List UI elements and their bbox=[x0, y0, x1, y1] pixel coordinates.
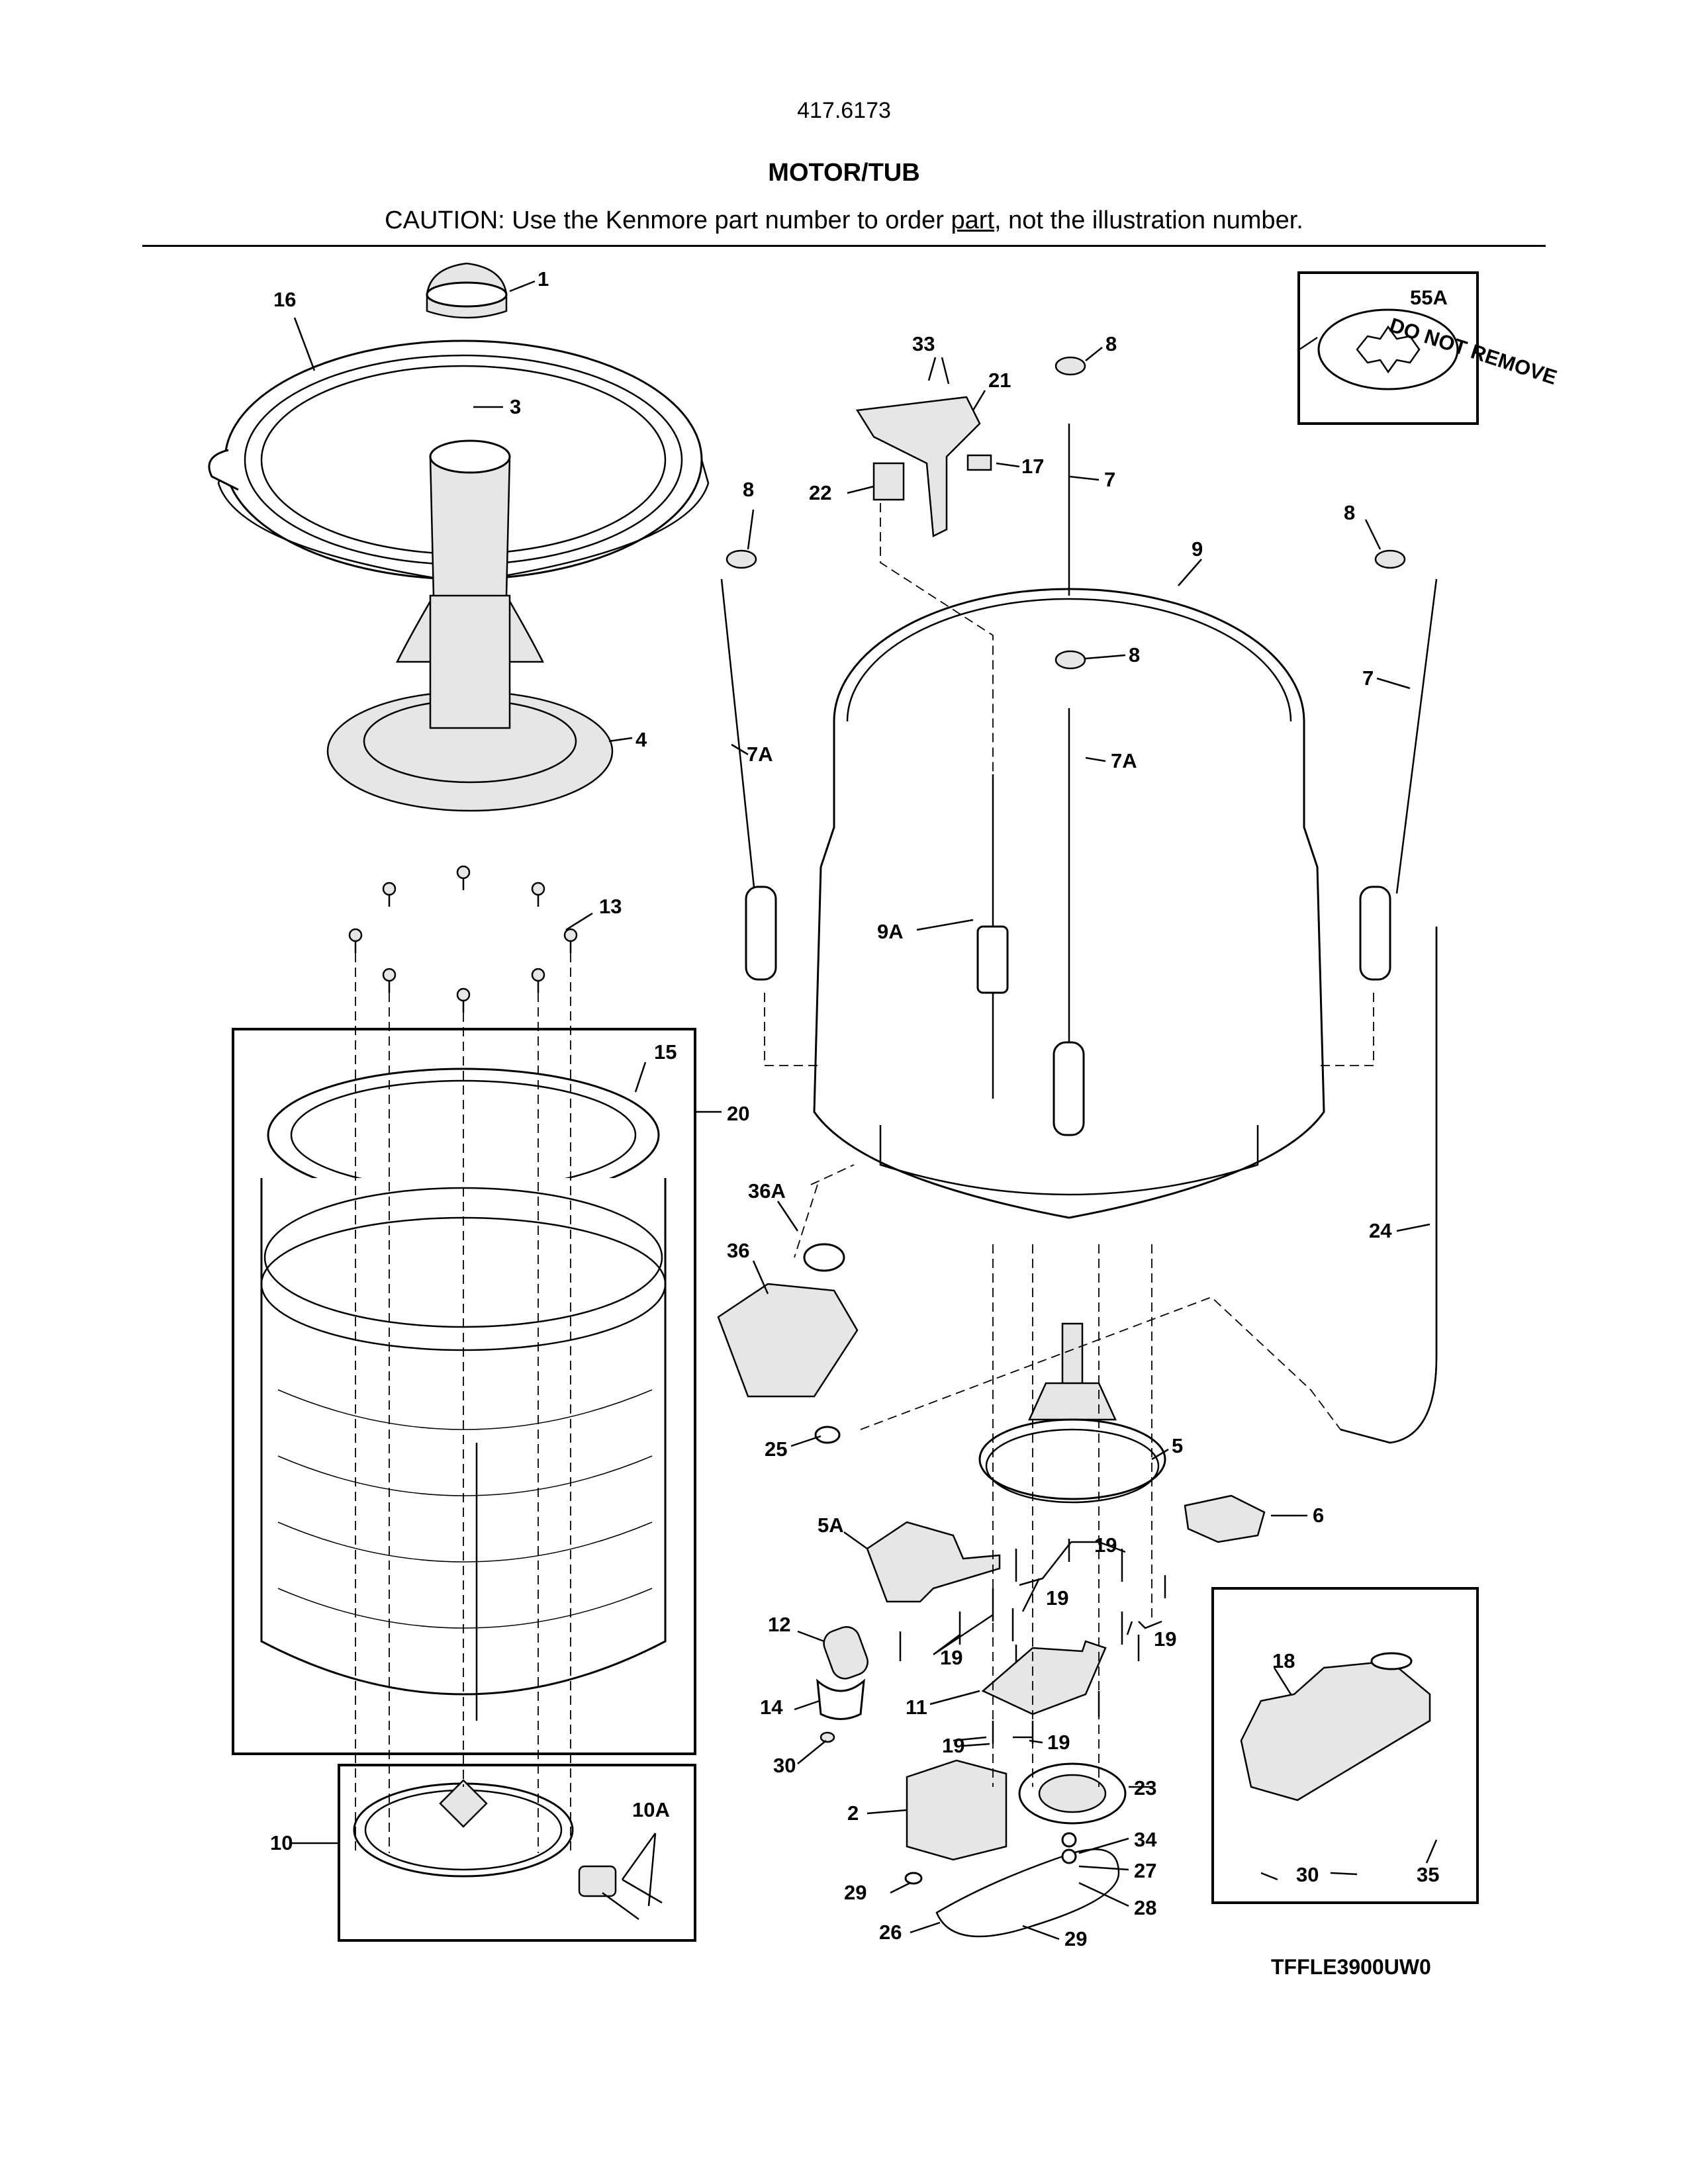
guide-lines bbox=[355, 503, 1374, 1853]
callout-19-c: 19 bbox=[1154, 1627, 1176, 1651]
callout-27: 27 bbox=[1134, 1859, 1156, 1882]
callout-13: 13 bbox=[599, 895, 622, 918]
callout-7-right: 7 bbox=[1362, 666, 1374, 690]
mounting-plate-box bbox=[338, 1764, 696, 1942]
part-24-drain-hose bbox=[1340, 927, 1438, 1444]
callout-6: 6 bbox=[1313, 1504, 1324, 1527]
caution-link: part bbox=[951, 206, 994, 234]
callout-19-e: 19 bbox=[942, 1734, 964, 1757]
diagram-code: TFFLE3900UW0 bbox=[1271, 1955, 1431, 1979]
callout-25: 25 bbox=[765, 1437, 787, 1461]
basket-assembly-box bbox=[232, 1028, 696, 1755]
part-11-motor-bracket bbox=[981, 1640, 1107, 1715]
callout-3: 3 bbox=[510, 395, 521, 418]
callout-26: 26 bbox=[879, 1921, 902, 1944]
callout-19-d: 19 bbox=[940, 1646, 962, 1669]
section-title: MOTOR/TUB bbox=[768, 159, 920, 187]
part-4-agitator bbox=[326, 439, 614, 812]
callout-55a: 55A bbox=[1410, 286, 1448, 309]
callout-28: 28 bbox=[1134, 1896, 1156, 1919]
callout-12: 12 bbox=[768, 1613, 790, 1636]
part-6-sensor bbox=[1184, 1494, 1266, 1543]
part-7-suspension-rods bbox=[720, 424, 1438, 1136]
callout-19-a: 19 bbox=[1094, 1533, 1117, 1557]
callout-10a: 10A bbox=[632, 1798, 670, 1821]
callout-16: 16 bbox=[273, 288, 296, 311]
callout-19-f: 19 bbox=[1047, 1731, 1070, 1754]
callout-9: 9 bbox=[1192, 537, 1203, 561]
callout-36: 36 bbox=[727, 1239, 749, 1262]
callout-8-right: 8 bbox=[1344, 501, 1355, 524]
callout-7-center: 7 bbox=[1104, 468, 1115, 491]
callout-30-b: 30 bbox=[1296, 1863, 1319, 1886]
callout-23: 23 bbox=[1134, 1776, 1156, 1799]
header-rule bbox=[142, 245, 1546, 247]
callout-19-b: 19 bbox=[1046, 1586, 1068, 1610]
callout-7a-center: 7A bbox=[1111, 749, 1137, 772]
callout-17: 17 bbox=[1021, 455, 1044, 478]
part-8-caps bbox=[726, 356, 1406, 670]
callout-labels: 1 16 3 4 13 15 20 33 21 17 22 8 7 8 8 9 … bbox=[270, 267, 1448, 1979]
callout-21: 21 bbox=[988, 369, 1011, 392]
callout-22: 22 bbox=[809, 481, 831, 504]
callout-35: 35 bbox=[1417, 1863, 1439, 1886]
part-55a-washer: DO NOT REMOVE bbox=[1317, 308, 1560, 390]
callout-29-b: 29 bbox=[1064, 1927, 1087, 1950]
part-12-capacitor bbox=[823, 1626, 868, 1680]
part-14-clamp bbox=[816, 1678, 865, 1743]
part-10-mounting-plate bbox=[353, 1779, 663, 1921]
part-36-drain-pump bbox=[717, 1243, 859, 1444]
callout-8-mid: 8 bbox=[1129, 643, 1140, 666]
callout-5a: 5A bbox=[818, 1514, 844, 1537]
inset-box-18 bbox=[1211, 1587, 1479, 1904]
callout-2: 2 bbox=[847, 1801, 859, 1825]
callout-24: 24 bbox=[1369, 1219, 1392, 1242]
leader-lines bbox=[291, 280, 1438, 1940]
callout-8-left: 8 bbox=[743, 478, 754, 501]
model-number: 417.6173 bbox=[797, 98, 891, 123]
part-2-motor bbox=[904, 1759, 1008, 1885]
inset-box-55a bbox=[1297, 271, 1479, 425]
callout-18: 18 bbox=[1272, 1649, 1295, 1672]
callout-36a: 36A bbox=[748, 1179, 786, 1203]
callout-7a-left: 7A bbox=[747, 743, 773, 766]
part-18-cover bbox=[1240, 1652, 1431, 1801]
callout-1: 1 bbox=[538, 267, 549, 291]
callout-9a: 9A bbox=[877, 920, 904, 943]
callout-29-a: 29 bbox=[844, 1881, 867, 1904]
part-26-belt bbox=[935, 1832, 1120, 1938]
callout-10: 10 bbox=[270, 1831, 293, 1854]
callout-14: 14 bbox=[760, 1696, 783, 1719]
part-13-bolts bbox=[348, 865, 578, 1013]
part-5a-bracket bbox=[866, 1521, 1001, 1603]
caution-note: CAUTION: Use the Kenmore part number to … bbox=[0, 206, 1688, 235]
callout-11: 11 bbox=[906, 1696, 927, 1719]
callout-20: 20 bbox=[727, 1102, 749, 1125]
caution-suffix: , not the illustration number. bbox=[994, 206, 1303, 234]
callout-34: 34 bbox=[1134, 1828, 1157, 1851]
callout-33: 33 bbox=[912, 332, 935, 355]
caution-prefix: CAUTION: Use the Kenmore part number to … bbox=[385, 206, 951, 234]
part-23-rotor bbox=[1018, 1762, 1127, 1825]
callout-30-a: 30 bbox=[773, 1754, 796, 1777]
callout-8-top: 8 bbox=[1105, 332, 1117, 355]
part-21-bracket bbox=[855, 396, 992, 537]
callout-5: 5 bbox=[1172, 1434, 1183, 1457]
part-1-agitator-cap bbox=[426, 262, 508, 319]
callout-15: 15 bbox=[654, 1040, 677, 1064]
callout-4: 4 bbox=[635, 728, 647, 751]
part-5-bearing-housing bbox=[978, 1322, 1166, 1504]
